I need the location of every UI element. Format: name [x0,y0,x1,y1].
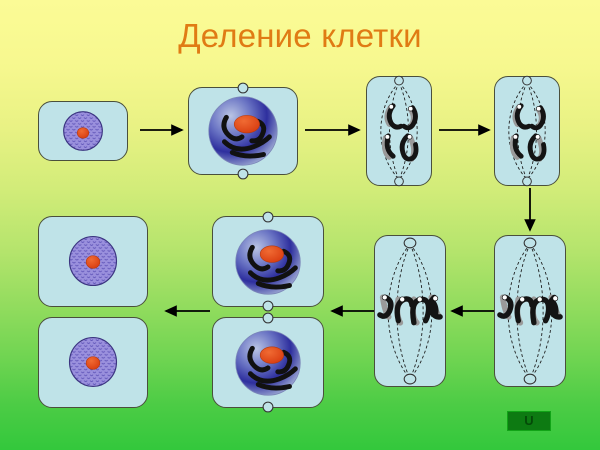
late-prophase-cell[interactable] [366,75,432,187]
centriole-top-icon [394,75,404,86]
spindle-fibers [380,82,418,180]
arrow-spindle-to-prometaphase [437,124,495,136]
chromosomes [377,294,443,326]
centriole-bottom-icon [262,300,274,312]
centriole-top-icon [262,211,274,223]
arrow-row1-to-row2 [524,186,536,236]
chromosomes [247,345,298,391]
nucleolus [76,127,90,139]
centriole-bottom-icon [522,176,532,187]
metaphase-cell-left-drawing [377,237,443,385]
chromosomes [221,114,272,159]
centriole-bottom-icon [403,373,417,385]
late-prophase-cell-drawing [380,75,419,187]
metaphase-cell-left[interactable] [374,235,446,387]
chromosomes [381,103,419,162]
arrow-prophase-to-spindle [303,124,365,136]
early-prophase-cell[interactable] [188,82,298,180]
nucleolus [85,255,101,269]
interphase-daughter-cell-bottom[interactable] [38,317,148,408]
nucleolus [85,356,101,370]
nucleolus [259,346,284,364]
telophase-daughter-cell-top-drawing [235,211,301,312]
centriole-bottom-icon [394,176,404,187]
telophase-daughter-cell-bottom-drawing [235,312,301,413]
nucleolus [233,115,260,134]
centriole-top-icon [262,312,274,324]
arrow-metaphase-right-to-left [444,305,496,317]
centriole-top-icon [522,75,532,86]
prometaphase-cell[interactable] [494,75,560,187]
centriole-top-icon [237,82,249,94]
spindle-fibers [508,82,546,180]
centriole-bottom-icon [523,373,537,385]
nucleolus [259,245,284,263]
next-slide-button[interactable]: U [507,411,551,431]
interphase-daughter-cell-top[interactable] [38,216,148,307]
telophase-daughter-cell-top[interactable] [212,211,324,312]
interphase-daughter-cell-bottom-drawing [68,336,118,388]
metaphase-cell-right-drawing [497,237,563,385]
chromosomes [497,294,563,326]
telophase-daughter-cell-bottom[interactable] [212,312,324,413]
page-title: Деление клетки [178,17,422,54]
centriole-bottom-icon [237,168,249,180]
early-prophase-cell-drawing [208,82,278,180]
centriole-top-icon [403,237,417,249]
arrow-metaphase-to-telophase [324,305,376,317]
interphase-daughter-cell-top-drawing [68,235,118,287]
arrow-telophase-to-daughters [158,305,212,317]
prometaphase-cell-drawing [508,75,547,187]
interphase-parent-cell[interactable] [38,101,128,161]
metaphase-cell-right[interactable] [494,235,566,387]
interphase-parent-cell-drawing [63,111,103,151]
centriole-top-icon [523,237,537,249]
chromosomes [247,244,298,290]
centriole-bottom-icon [262,401,274,413]
chromosomes [509,103,547,162]
arrow-interphase-to-prophase [138,124,188,136]
